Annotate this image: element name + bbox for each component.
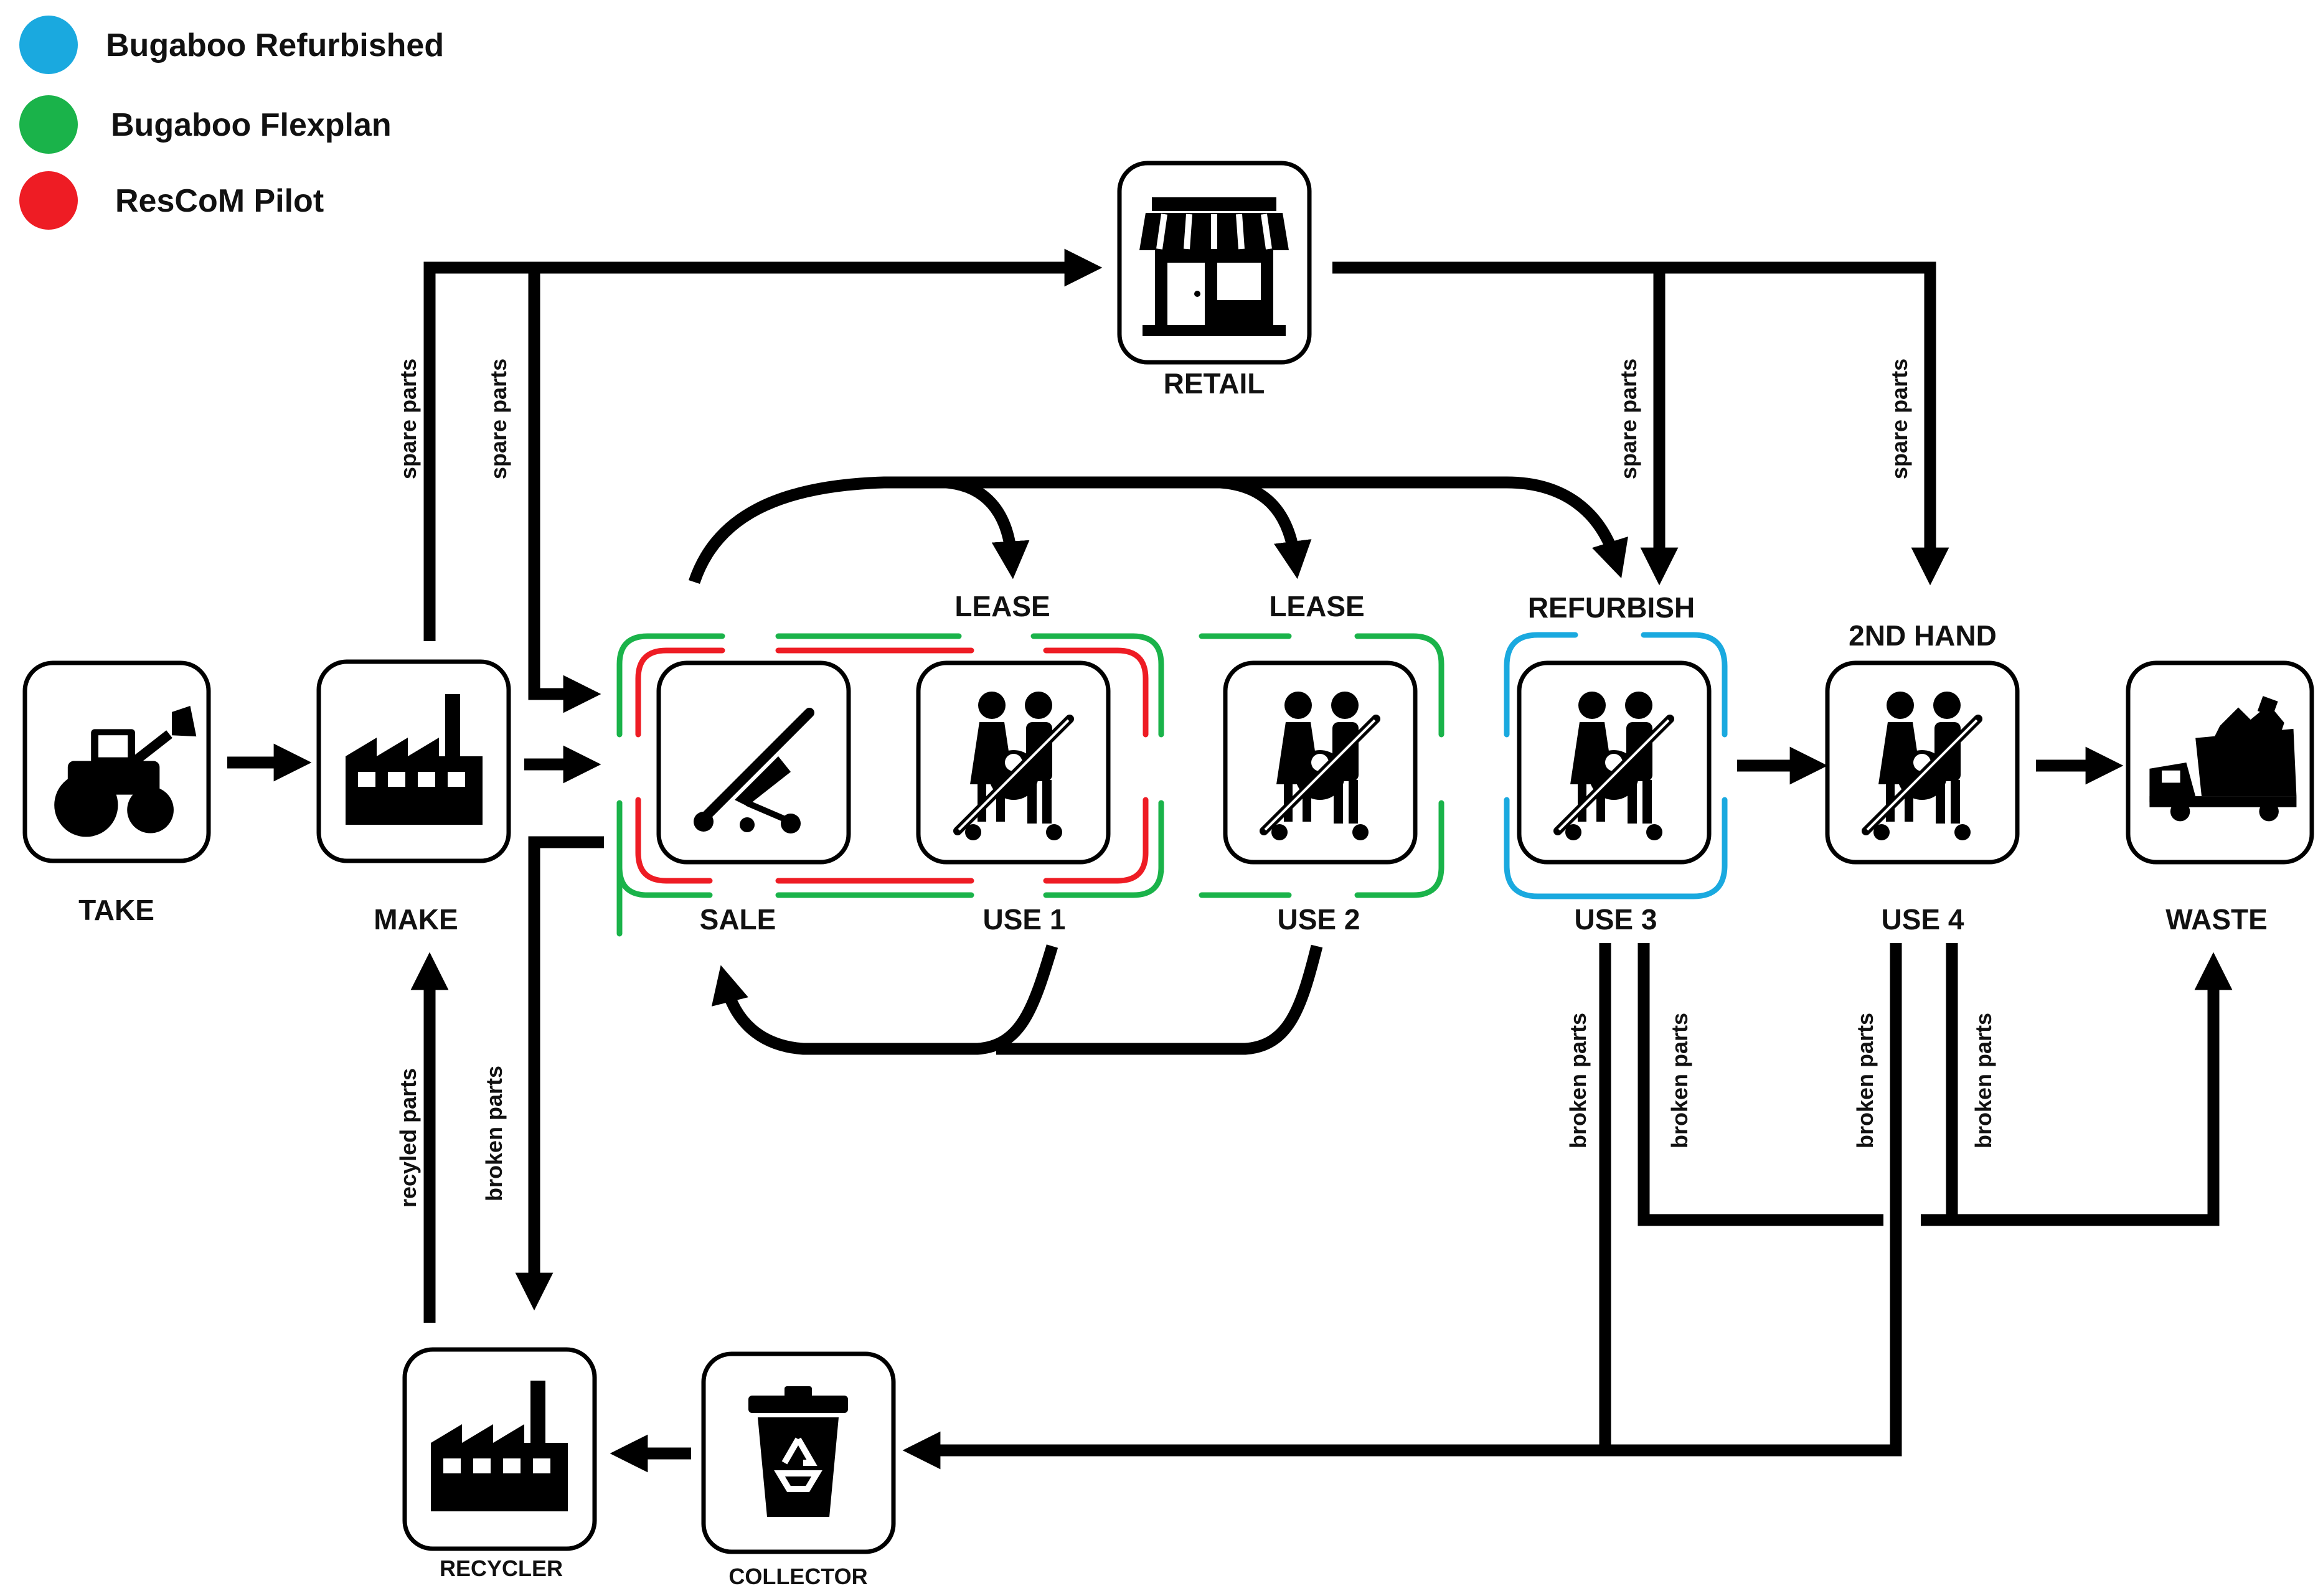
arrow-lease-1 [945, 476, 1030, 580]
arrow-lease-2 [1220, 476, 1312, 580]
node-use1: USE 1 [916, 660, 1111, 936]
node-label-use2: USE 2 [1278, 903, 1360, 936]
node-label-take: TAKE [78, 894, 154, 926]
arrow-use4-waste-bottom [1921, 952, 2233, 1226]
flow-label-broken-parts-use4-b: broken parts [1971, 1013, 1996, 1148]
node-label-use4: USE 4 [1882, 903, 1964, 936]
arrow-spare-to-sale [528, 268, 601, 713]
flow-label-broken-parts-use4-a: broken parts [1852, 1013, 1878, 1148]
arrow-return-use2 [996, 944, 1323, 1055]
stage-label-lease-2: LEASE [1269, 590, 1364, 622]
node-label-use3: USE 3 [1575, 903, 1657, 936]
node-label-collector: COLLECTOR [728, 1564, 867, 1589]
flexplan-frame-use2 [1199, 633, 1444, 898]
flow-label-spare-parts-sale: spare parts [486, 359, 511, 479]
node-retail: RETAIL [1117, 161, 1312, 400]
flow-lines [227, 248, 2233, 1473]
legend-label-refurbished: Bugaboo Refurbished [106, 27, 444, 63]
flow-label-spare-parts-use3: spare parts [1616, 359, 1641, 479]
shop-icon [1139, 197, 1289, 336]
legend-label-flexplan: Bugaboo Flexplan [111, 107, 392, 143]
legend-dot-rescom [19, 171, 78, 230]
arrow-retail-use4 [1332, 261, 1949, 586]
node-label-retail: RETAIL [1164, 367, 1265, 400]
node-label-waste: WASTE [2165, 903, 2268, 936]
node-use4: USE 4 [1825, 660, 2020, 936]
node-make: MAKE [316, 659, 511, 936]
flow-label-broken-parts-use3-a: broken parts [1565, 1013, 1591, 1148]
node-use2: USE 2 [1223, 660, 1418, 936]
flow-label-spare-parts-use4: spare parts [1887, 359, 1912, 479]
arrow-make-retail [423, 248, 1103, 641]
flow-label-broken-parts-recycler: broken parts [481, 1066, 507, 1201]
flexplan-frame-sale-use1 [616, 633, 1164, 937]
legend-label-rescom: ResCoM Pilot [115, 183, 324, 219]
node-collector: COLLECTOR [701, 1351, 896, 1589]
stage-label-refurbish: REFURBISH [1528, 591, 1695, 624]
line-use3-waste [1637, 943, 1883, 1226]
node-label-make: MAKE [374, 903, 458, 936]
arrow-return-use1 [711, 944, 1058, 1055]
node-take: TAKE [22, 660, 211, 926]
stage-label-second-hand: 2ND HAND [1849, 619, 1997, 652]
node-sale: SALE [656, 660, 851, 936]
node-label-sale: SALE [700, 903, 776, 936]
legend-dot-flexplan [19, 95, 78, 154]
arrow-broken-to-recycler [515, 836, 604, 1311]
flow-label-recycled-parts: recyled parts [395, 1068, 421, 1208]
rescom-frame-sale-use1 [635, 647, 1149, 884]
flow-label-broken-parts-use3-b: broken parts [1667, 1013, 1692, 1148]
stage-label-lease-1: LEASE [954, 590, 1050, 622]
node-use3: USE 3 [1517, 660, 1712, 936]
node-label-use1: USE 1 [983, 903, 1066, 936]
node-label-recycler: RECYCLER [440, 1556, 563, 1581]
node-recycler: RECYCLER [402, 1347, 597, 1581]
legend: Bugaboo Refurbished Bugaboo Flexplan Res… [19, 16, 444, 230]
node-waste: WASTE [2126, 660, 2314, 936]
flow-label-spare-parts-make: spare parts [395, 359, 421, 479]
refurbished-frame-use3 [1504, 632, 1728, 899]
arrow-refurbish [688, 476, 1628, 584]
legend-dot-refurbished [19, 16, 78, 74]
